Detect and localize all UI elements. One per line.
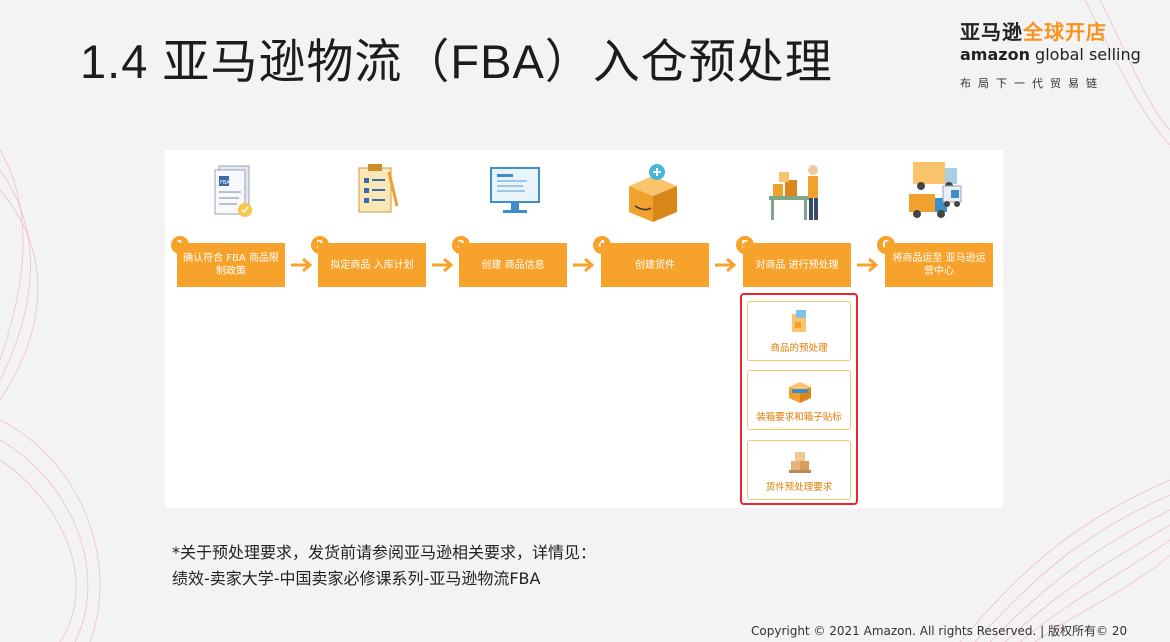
product-prep-icon <box>792 310 806 332</box>
arrow-right-icon <box>715 257 737 273</box>
step-box-4: 创建货件 <box>601 243 709 287</box>
computer-monitor-icon <box>490 167 540 213</box>
amazon-global-selling-logo: 亚马逊全球开店 amazon global selling 布局下一代贸易链 <box>960 20 1150 91</box>
arrow-right-icon <box>291 257 313 273</box>
step-box-3: 创建 商品信息 <box>459 243 567 287</box>
logo-tagline: 布局下一代贸易链 <box>960 77 1104 90</box>
substep-label: 货件预处理要求 <box>765 482 833 493</box>
arrow-right-icon <box>573 257 595 273</box>
step-box-1: 确认符合 FBA 商品限制政策 <box>177 243 285 287</box>
step-box-2: 拟定商品 入库计划 <box>318 243 426 287</box>
copyright-footer: Copyright © 2021 Amazon. All rights Rese… <box>751 624 1128 638</box>
delivery-trucks-icon <box>909 162 962 218</box>
logo-cn-part1: 亚马逊 <box>960 20 1023 44</box>
substep-shipment-prep: 货件预处理要求 <box>747 440 851 500</box>
logo-cn-part2: 全球开店 <box>1023 20 1107 44</box>
substep-label: 装箱要求和箱子贴标 <box>756 412 842 423</box>
box-label-icon <box>789 382 811 403</box>
logo-en-part1: amazon <box>960 45 1030 64</box>
arrow-right-icon <box>857 257 879 273</box>
svg-text:FBA: FBA <box>220 180 230 186</box>
prep-substeps-highlight <box>740 293 858 505</box>
step-box-5: 对商品 进行预处理 <box>743 243 851 287</box>
logo-english: amazon global selling <box>960 45 1150 65</box>
substep-box-labeling: 装箱要求和箱子贴标 <box>747 370 851 430</box>
fba-document-icon: FBA <box>214 165 252 217</box>
logo-en-part2: global selling <box>1029 45 1141 64</box>
step-box-6: 将商品运至 亚马逊运营中心 <box>885 243 993 287</box>
logo-chinese: 亚马逊全球开店 <box>960 20 1150 44</box>
substep-label: 商品的预处理 <box>770 343 828 354</box>
worker-boxes-icon <box>769 165 818 220</box>
shipment-boxes-icon <box>789 452 811 473</box>
prep-note: *关于预处理要求，发货前请参阅亚马逊相关要求，详情见： 绩效-卖家大学-中国卖家… <box>172 540 596 592</box>
clipboard-checklist-icon <box>358 164 399 213</box>
page-title: 1.4 亚马逊物流（FBA）入仓预处理 <box>80 35 833 88</box>
note-line-2: 绩效-卖家大学-中国卖家必修课系列-亚马逊物流FBA <box>172 569 541 588</box>
arrow-right-icon <box>432 257 454 273</box>
package-add-icon <box>629 164 677 222</box>
note-line-1: *关于预处理要求，发货前请参阅亚马逊相关要求，详情见： <box>172 543 597 562</box>
process-diagram: FBA <box>165 150 1003 508</box>
substep-product-prep: 商品的预处理 <box>747 301 851 361</box>
